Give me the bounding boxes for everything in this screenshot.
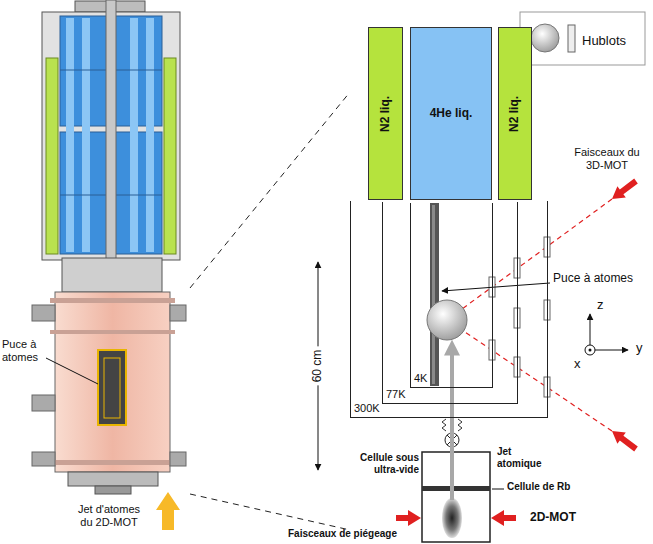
rb-cell-wall xyxy=(422,486,490,491)
trapping-beam-arrow xyxy=(396,510,421,526)
part-label: Jet atomique xyxy=(497,446,551,469)
zoom-line xyxy=(190,494,350,530)
part-label: Cellule de Rb xyxy=(507,481,570,493)
dimension-label: 60 cm xyxy=(310,347,326,386)
atom-cloud xyxy=(442,498,462,538)
side-port xyxy=(170,305,186,321)
laser-beam xyxy=(447,199,612,320)
bottom-flange xyxy=(95,486,131,494)
part-label: Puce à atomes xyxy=(2,338,48,363)
part-label: x xyxy=(574,357,581,372)
neck xyxy=(62,258,162,292)
side-port xyxy=(32,305,55,321)
legend-frame xyxy=(520,12,645,65)
axis-out-of-page xyxy=(585,345,595,355)
cryogen-tank: N2 liq. xyxy=(498,27,532,200)
tank-stripe xyxy=(66,18,74,252)
leader-line xyxy=(46,358,98,384)
cryostat-drawing xyxy=(32,0,186,494)
cryogen-tank: 4He liq. xyxy=(410,27,492,200)
thermal-shield: 4K xyxy=(410,203,493,388)
atom-chip xyxy=(432,205,435,384)
node-label: 300K xyxy=(354,402,380,415)
part-label: z xyxy=(597,298,604,313)
part-label: Faisceaux du 3D-MOT xyxy=(566,146,648,171)
side-port xyxy=(32,395,55,411)
axis-out-of-page xyxy=(589,349,592,352)
thermal-shield: 77K 4K xyxy=(382,202,518,404)
tank-stripe xyxy=(146,18,154,252)
central-tube xyxy=(106,0,116,300)
leader-line xyxy=(492,489,504,490)
side-port xyxy=(170,452,186,466)
vacuum-cell xyxy=(422,452,490,542)
tank-stripe xyxy=(82,18,90,252)
beam-arrow xyxy=(612,179,638,199)
part-label: Jet d'atomes du 2D-MOT xyxy=(74,503,144,528)
node-label: N2 liq. xyxy=(379,95,393,131)
part-label: Cellule sous ultra-vide xyxy=(345,452,419,475)
tank-stripe xyxy=(130,18,138,252)
window-icon xyxy=(531,24,559,52)
vacuum-chamber xyxy=(55,292,170,472)
window xyxy=(489,340,495,360)
nitrogen-panel xyxy=(46,58,58,254)
trap-region xyxy=(427,300,467,340)
part-label: Faisceaux de piégeage xyxy=(288,528,397,540)
window xyxy=(514,357,520,377)
cryogen-tank: N2 liq. xyxy=(368,27,403,200)
node-label: 4K xyxy=(414,372,427,385)
chip-assembly xyxy=(98,350,126,425)
flange xyxy=(50,460,175,465)
node-label: N2 liq. xyxy=(508,95,522,131)
beam-arrow xyxy=(612,431,638,451)
side-port xyxy=(32,452,55,466)
legend-text: Hublots xyxy=(582,33,626,48)
node-label: 4He liq. xyxy=(430,107,473,121)
window xyxy=(544,300,550,320)
schematic xyxy=(396,179,638,542)
axis-arrow xyxy=(590,350,628,351)
bottom-flange xyxy=(68,472,158,486)
window xyxy=(544,237,550,257)
flange xyxy=(50,330,175,334)
window xyxy=(514,258,520,278)
chip-assembly xyxy=(104,358,120,418)
window-icon xyxy=(568,25,575,52)
trapping-beam-arrow xyxy=(491,510,516,526)
legend-entry: Hublots xyxy=(582,31,626,49)
thermal-shield: 300K 77K 4K xyxy=(350,201,548,418)
leader-line xyxy=(442,283,550,291)
nitrogen-panel xyxy=(164,58,176,254)
flange xyxy=(50,298,175,303)
atom-beam-arrow xyxy=(156,492,180,530)
zoom-line xyxy=(190,92,350,288)
window xyxy=(544,377,550,397)
part-label: 2D-MOT xyxy=(530,511,576,525)
atom-jet xyxy=(450,346,454,500)
laser-beam xyxy=(447,320,612,431)
part-label: Puce à atomes xyxy=(553,272,633,286)
part-label: y xyxy=(636,341,643,356)
atom-chip xyxy=(430,203,439,386)
window xyxy=(514,308,520,328)
node-label: 77K xyxy=(386,388,406,401)
